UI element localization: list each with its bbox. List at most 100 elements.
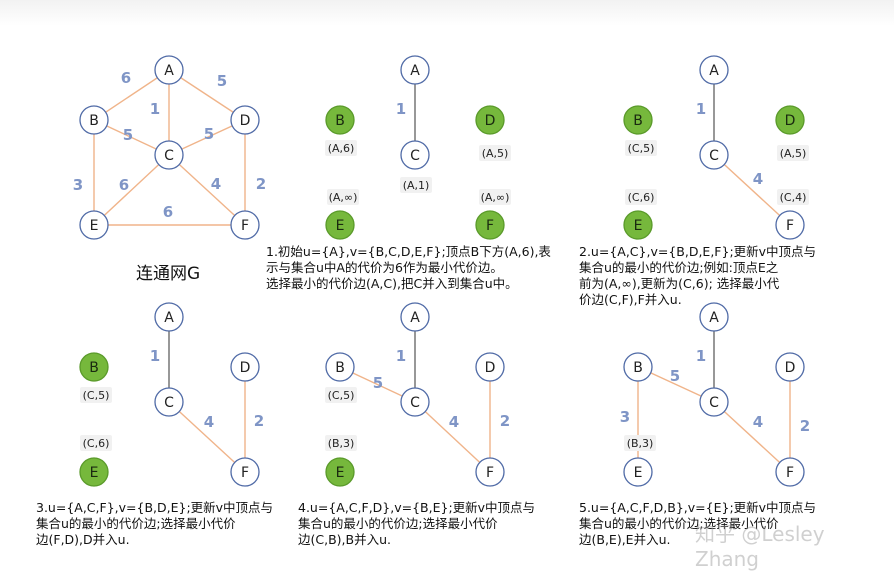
cost-tag-bg [479,189,511,205]
caption-line: 集合u的最小的代价边;选择最小代价 [36,516,236,531]
edge-weight-label: 6 [119,176,129,194]
node-d: D [230,352,260,382]
node-f: F [475,210,505,240]
node-label: E [634,218,643,234]
node-circle [475,457,505,487]
node-circle [79,352,109,382]
node-circle [623,210,653,240]
node-circle [475,352,505,382]
caption-line: 1.初始u={A},v={B,C,D,E,F};顶点B下方(A,6),表 [266,244,551,259]
node-c: C [154,387,184,417]
caption-line: 边(C,B),B并入u. [298,532,391,547]
edge-weight-label: 5 [123,126,133,144]
cost-tag-bg [625,189,657,205]
node-d: D [775,105,805,135]
node-circle [775,105,805,135]
node-circle [325,457,355,487]
edge-AB [93,69,170,121]
node-a: A [154,302,184,332]
edge-weight-label: 4 [753,413,763,431]
node-b: B [79,352,109,382]
node-label: D [485,360,496,376]
node-e: E [79,210,109,240]
node-c: C [699,387,729,417]
node-label: F [486,218,494,234]
node-label: C [410,395,420,411]
node-label: C [709,395,719,411]
node-label: E [634,465,643,481]
node-label: C [410,148,420,164]
node-e: E [623,210,653,240]
node-circle [325,210,355,240]
cost-tag-bg [777,145,809,161]
cost-tag: (B,3) [627,437,654,450]
node-f: F [775,457,805,487]
node-circle [154,140,184,170]
node-d: D [475,105,505,135]
edge-weight-label: 4 [753,170,763,188]
edge-weight-label: 6 [163,203,173,221]
node-f: F [230,210,260,240]
cost-tag-bg [479,145,511,161]
node-label: B [89,113,99,129]
node-label: C [709,148,719,164]
node-a: A [699,55,729,85]
step5-caption: 5.u={A,C,F,D,B},v={E};更新v中顶点与 集合u的最小的代价边… [579,500,816,548]
node-c: C [154,140,184,170]
caption-line: 边(B,E),E并入u. [579,532,671,547]
edge-weight-label: 1 [150,100,160,118]
node-label: A [164,63,174,79]
node-label: F [786,465,794,481]
cost-tag: (A,∞) [481,191,510,204]
top-band [0,0,894,26]
node-c: C [400,140,430,170]
node-label: C [164,148,174,164]
node-label: F [786,218,794,234]
node-circle [623,352,653,382]
node-b: B [623,352,653,382]
cost-tag: (C,5) [628,142,655,155]
step1-caption: 1.初始u={A},v={B,C,D,E,F};顶点B下方(A,6),表 示与集… [266,244,551,292]
edge-weight-label: 1 [396,347,406,365]
cost-tag: (C,6) [628,191,655,204]
cost-tag-bg [777,189,809,205]
node-label: D [785,113,796,129]
node-label: B [633,360,643,376]
node-label: E [336,218,345,234]
edge-weight-label: 2 [800,417,810,435]
cost-tag: (C,5) [83,389,110,402]
node-label: A [164,310,174,326]
cost-tag: (A,5) [482,147,509,160]
edge-weight-label: 4 [449,413,459,431]
node-c: C [400,387,430,417]
edge-weight-label: 5 [670,367,680,385]
node-circle [623,457,653,487]
node-e: E [325,210,355,240]
node-d: D [475,352,505,382]
node-label: D [485,113,496,129]
edge-weight-label: 2 [254,412,264,430]
graph-title: 连通网G [136,264,201,284]
edge-CE [93,154,170,226]
caption-line: 5.u={A,C,F,D,B},v={E};更新v中顶点与 [579,500,817,515]
node-label: A [410,63,420,79]
edge-weight-label: 5 [373,374,383,392]
node-circle [775,210,805,240]
cost-tag: (A,1) [403,179,430,192]
caption-line: 选择最小的代价边(A,C),把C并入到集合u中。 [266,276,518,291]
step3-caption: 3.u={A,C,F},v={B,D,E};更新v中顶点与 集合u的最小的代价边… [36,500,273,548]
cost-tag: (A,∞) [329,191,358,204]
cost-tag-bg [325,435,357,451]
node-f: F [230,457,260,487]
node-b: B [79,105,109,135]
node-circle [699,55,729,85]
node-circle [775,457,805,487]
node-label: B [335,360,345,376]
node-circle [154,302,184,332]
node-label: F [486,465,494,481]
edge-AD [168,69,246,121]
cost-tag: (A,5) [780,147,807,160]
